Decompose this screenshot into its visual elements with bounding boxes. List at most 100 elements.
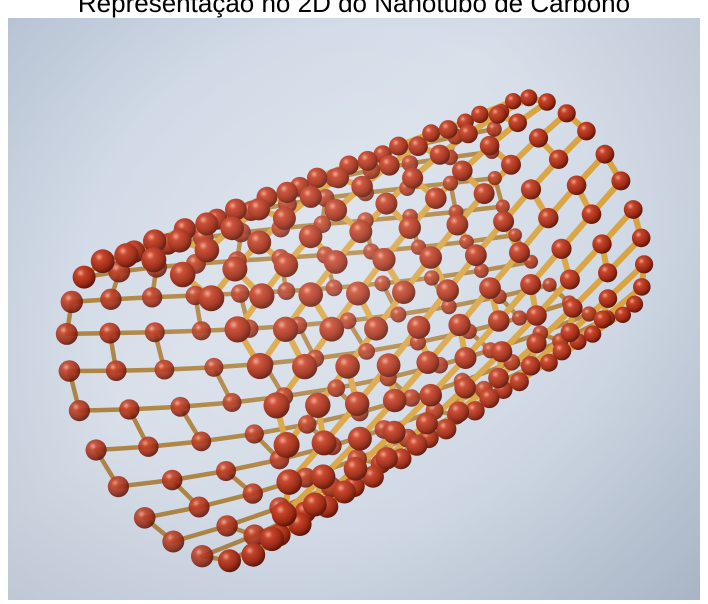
- carbon-atom: [584, 325, 601, 342]
- carbon-atom: [488, 171, 502, 185]
- carbon-atom: [145, 322, 165, 342]
- carbon-atom: [599, 289, 618, 308]
- carbon-atom: [436, 419, 456, 439]
- carbon-atom: [611, 171, 630, 190]
- carbon-atom: [274, 253, 298, 277]
- carbon-atom: [243, 483, 263, 503]
- carbon-atom: [195, 238, 220, 263]
- carbon-atom: [455, 347, 477, 369]
- carbon-atom: [551, 239, 571, 259]
- carbon-atom: [298, 282, 323, 307]
- carbon-atom: [376, 447, 398, 469]
- carbon-atom: [526, 333, 546, 353]
- carbon-atom: [508, 228, 522, 242]
- carbon-atom: [274, 432, 300, 458]
- carbon-atom: [162, 470, 183, 491]
- carbon-atom: [249, 283, 274, 308]
- carbon-atom: [278, 282, 296, 300]
- carbon-atom: [526, 305, 547, 326]
- carbon-atom: [204, 358, 223, 377]
- carbon-atom: [344, 457, 368, 481]
- carbon-atom: [192, 321, 211, 340]
- carbon-atom: [191, 545, 213, 567]
- carbon-atom: [377, 353, 401, 377]
- carbon-atom: [326, 280, 343, 297]
- nanotube-photo: [8, 18, 700, 600]
- carbon-atom: [59, 360, 81, 382]
- carbon-atom: [452, 161, 473, 182]
- carbon-atom: [69, 400, 90, 421]
- carbon-atom: [223, 393, 242, 412]
- carbon-atom: [141, 247, 166, 272]
- carbon-atom: [529, 128, 548, 147]
- carbon-atom: [162, 531, 184, 553]
- carbon-atom: [505, 93, 521, 109]
- carbon-atom: [324, 250, 348, 274]
- carbon-atom: [390, 307, 406, 323]
- carbon-atom: [333, 481, 356, 504]
- carbon-atom: [389, 137, 408, 156]
- carbon-atom: [567, 176, 587, 196]
- carbon-atom: [305, 393, 330, 418]
- carbon-atom: [319, 317, 344, 342]
- carbon-atom: [170, 262, 196, 288]
- carbon-atom: [364, 317, 388, 341]
- carbon-atom: [538, 208, 558, 228]
- carbon-atom: [512, 310, 527, 325]
- carbon-atom: [119, 399, 139, 419]
- carbon-atom: [408, 137, 428, 157]
- carbon-atom: [307, 168, 327, 188]
- carbon-atom: [549, 150, 568, 169]
- carbon-atom: [425, 187, 447, 209]
- carbon-atom: [264, 392, 290, 418]
- carbon-atom: [106, 360, 127, 381]
- carbon-atom: [520, 274, 541, 295]
- carbon-atom: [346, 282, 370, 306]
- carbon-atom: [560, 270, 580, 290]
- carbon-atom: [108, 476, 129, 497]
- carbon-atom: [459, 124, 478, 143]
- carbon-atom: [439, 120, 458, 139]
- carbon-atom: [577, 122, 596, 141]
- carbon-atom: [138, 437, 158, 457]
- carbon-atom: [61, 291, 83, 313]
- carbon-atom: [454, 377, 476, 399]
- carbon-atom: [260, 527, 284, 551]
- carbon-atom: [383, 421, 406, 444]
- carbon-atom: [298, 415, 317, 434]
- carbon-atom: [349, 220, 372, 243]
- carbon-atom: [521, 179, 541, 199]
- carbon-nanotube-model: [8, 18, 700, 600]
- carbon-atom: [191, 432, 211, 452]
- carbon-atom: [277, 182, 298, 203]
- carbon-atom: [465, 244, 487, 266]
- carbon-atom: [508, 114, 527, 133]
- carbon-atom: [521, 356, 541, 376]
- carbon-atom: [479, 277, 501, 299]
- carbon-atom: [480, 136, 500, 156]
- carbon-atom: [416, 351, 439, 374]
- carbon-atom: [189, 497, 210, 518]
- carbon-atom: [247, 230, 271, 254]
- carbon-atom: [558, 104, 576, 122]
- carbon-atom: [424, 270, 439, 285]
- carbon-atom: [220, 217, 244, 241]
- carbon-atom: [99, 323, 120, 344]
- carbon-atom: [375, 193, 397, 215]
- carbon-atom: [633, 278, 651, 296]
- carbon-atom: [222, 257, 247, 282]
- carbon-atom: [553, 342, 572, 361]
- carbon-atom: [86, 439, 107, 460]
- carbon-atom: [375, 276, 391, 292]
- carbon-atom: [348, 427, 372, 451]
- carbon-atom: [134, 507, 156, 529]
- carbon-atom: [273, 207, 296, 230]
- carbon-atom: [225, 199, 247, 221]
- image-caption: Representação no 2D do Nanotubo de Carbo…: [0, 0, 708, 18]
- carbon-atom: [247, 353, 273, 379]
- carbon-atom: [303, 493, 327, 517]
- carbon-atom: [582, 204, 602, 224]
- carbon-atom: [358, 343, 375, 360]
- carbon-atom: [488, 368, 509, 389]
- carbon-atom: [327, 379, 345, 397]
